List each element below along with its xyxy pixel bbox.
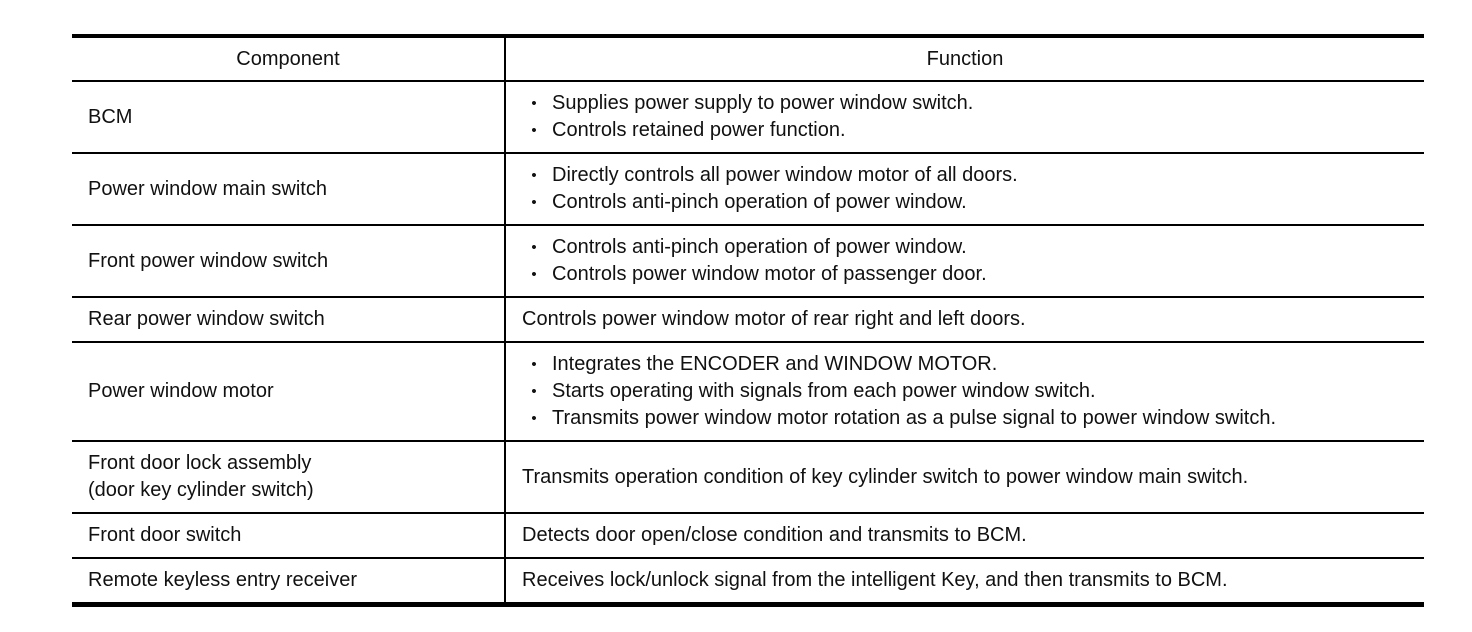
function-text: Transmits power window motor rotation as… [552, 407, 1277, 429]
component-cell: Front door switch [72, 513, 506, 559]
component-line: Rear power window switch [88, 308, 325, 330]
function-list-item: • Supplies power supply to power window s… [522, 90, 1414, 117]
component-line: Front door lock assembly [88, 452, 312, 474]
component-line: BCM [88, 105, 133, 128]
component-cell: Front power window switch [72, 225, 506, 298]
function-column-header: Function [505, 34, 1424, 82]
table-row: BCM • Supplies power supply to power windo… [72, 81, 1424, 154]
function-text: Controls anti-pinch operation of power w… [552, 236, 967, 258]
function-list-item: • Starts operating with signals from each… [522, 378, 1414, 405]
function-text: Integrates the ENCODER and WINDOW MOTOR. [552, 353, 998, 375]
bullet-icon: • [531, 194, 537, 211]
function-cell: Transmits operation condition of key cyl… [505, 441, 1424, 514]
function-text: Controls power window motor of passenger… [552, 263, 987, 285]
function-bullet-list: • Integrates the ENCODER and WINDOW MOTOR… [522, 351, 1414, 432]
component-line: Power window motor [88, 380, 274, 402]
bullet-icon: • [531, 122, 537, 139]
component-line: (door key cylinder switch) [88, 479, 314, 501]
table-header-row: Component Function [72, 34, 1424, 82]
bullet-icon: • [531, 383, 537, 400]
component-cell: Front door lock assembly (door key cylind… [72, 441, 506, 514]
component-cell: Power window motor [72, 342, 506, 442]
table-row: Rear power window switch Controls power w… [72, 297, 1424, 343]
function-bullet-list: • Directly controls all power window moto… [522, 162, 1414, 216]
function-list-item: • Controls anti-pinch operation of power … [522, 189, 1414, 216]
bullet-icon: • [531, 410, 537, 427]
function-text: Directly controls all power window motor… [552, 164, 1018, 186]
component-cell: Rear power window switch [72, 297, 506, 343]
bullet-icon: • [531, 167, 537, 184]
component-cell: BCM [72, 81, 506, 154]
table-row: Power window main switch • Directly contro… [72, 153, 1424, 226]
function-text: Controls retained power function. [552, 119, 846, 141]
function-cell: Controls power window motor of rear righ… [505, 297, 1424, 343]
function-bullet-list: • Supplies power supply to power window s… [522, 90, 1414, 144]
component-cell: Remote keyless entry receiver [72, 558, 506, 607]
component-line: Front power window switch [88, 249, 329, 272]
function-cell: Receives lock/unlock signal from the int… [505, 558, 1424, 607]
function-list-item: • Integrates the ENCODER and WINDOW MOTOR… [522, 351, 1414, 378]
function-cell: • Supplies power supply to power window s… [505, 81, 1424, 154]
table-row: Front door lock assembly (door key cylind… [72, 441, 1424, 514]
function-text: Transmits operation condition of key cyl… [522, 465, 1249, 488]
function-cell: • Integrates the ENCODER and WINDOW MOTOR… [505, 342, 1424, 442]
component-line: Front door switch [88, 524, 242, 546]
table-row: Front door switch Detects door open/close… [72, 513, 1424, 559]
function-cell: • Controls anti-pinch operation of power … [505, 225, 1424, 298]
table-row: Power window motor • Integrates the ENCODE… [72, 342, 1424, 442]
function-list-item: • Controls anti-pinch operation of power … [522, 234, 1414, 261]
function-list-item: • Transmits power window motor rotation a… [522, 405, 1414, 432]
bullet-icon: • [531, 239, 537, 256]
bullet-icon: • [531, 356, 537, 373]
function-text: Detects door open/close condition and tr… [522, 524, 1027, 546]
function-text: Receives lock/unlock signal from the int… [522, 569, 1228, 591]
component-cell: Power window main switch [72, 153, 506, 226]
function-text: Starts operating with signals from each … [552, 380, 1096, 402]
function-text: Controls anti-pinch operation of power w… [552, 191, 967, 213]
function-text: Supplies power supply to power window sw… [552, 92, 974, 114]
function-list-item: • Controls retained power function. [522, 117, 1414, 144]
table-row: Front power window switch • Controls anti-… [72, 225, 1424, 298]
bullet-icon: • [531, 266, 537, 283]
component-column-header: Component [72, 34, 506, 82]
function-bullet-list: • Controls anti-pinch operation of power … [522, 234, 1414, 288]
component-line: Power window main switch [88, 177, 327, 200]
bullet-icon: • [531, 95, 537, 112]
component-line: Remote keyless entry receiver [88, 569, 357, 591]
function-list-item: • Controls power window motor of passenge… [522, 261, 1414, 288]
function-cell: Detects door open/close condition and tr… [505, 513, 1424, 559]
function-cell: • Directly controls all power window moto… [505, 153, 1424, 226]
function-text: Controls power window motor of rear righ… [522, 308, 1026, 330]
function-list-item: • Directly controls all power window moto… [522, 162, 1414, 189]
table-row: Remote keyless entry receiver Receives lo… [72, 558, 1424, 607]
table-body: BCM • Supplies power supply to power windo… [72, 81, 1424, 607]
component-function-table: Component Function BCM • Supplies power su… [72, 34, 1424, 607]
